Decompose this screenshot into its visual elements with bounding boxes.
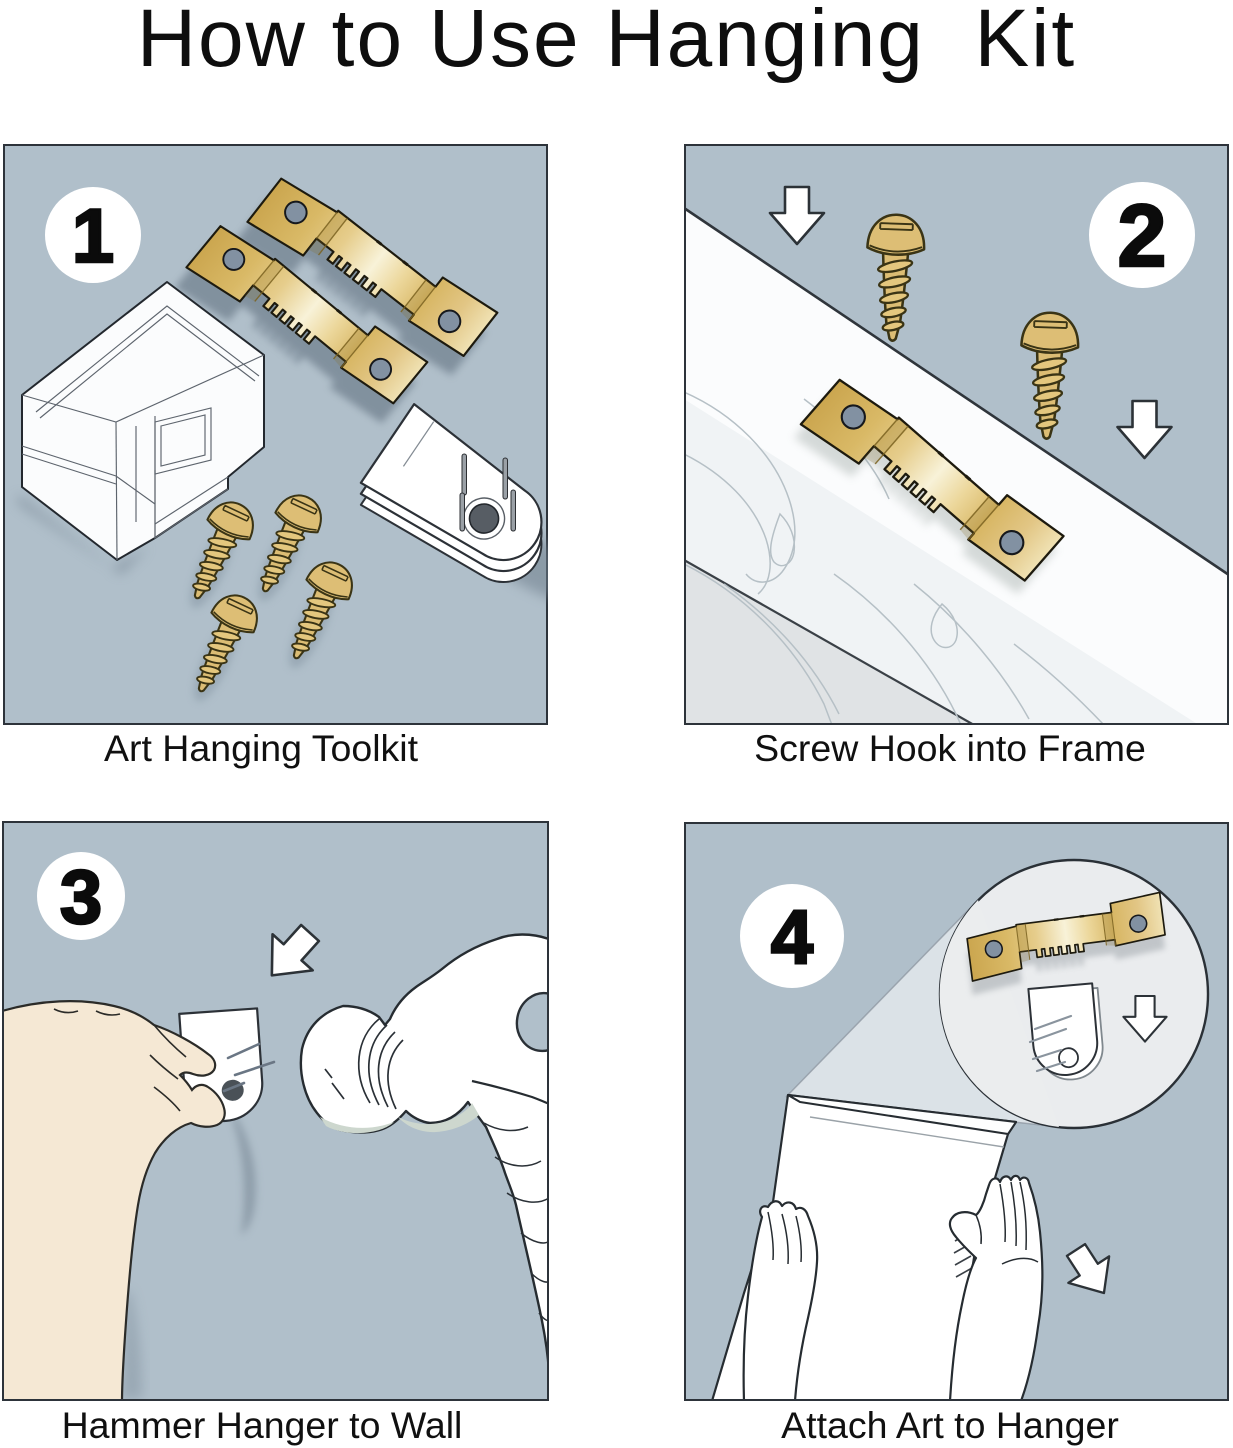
svg-text:4: 4	[771, 895, 813, 980]
svg-text:1: 1	[72, 194, 114, 279]
svg-text:3: 3	[60, 855, 102, 940]
svg-text:2: 2	[1118, 186, 1167, 285]
